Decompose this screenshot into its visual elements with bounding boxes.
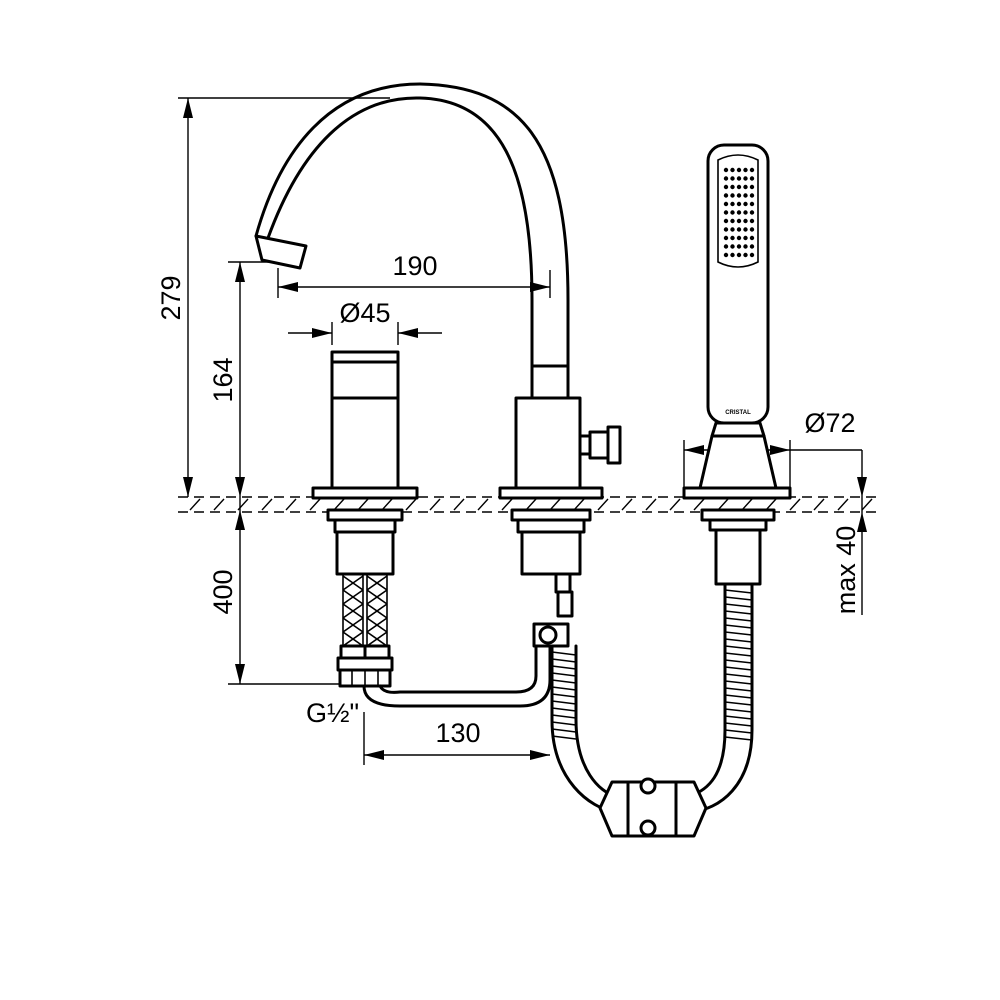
dim-label-279: 279 [156,275,186,320]
dim-label-164: 164 [208,357,238,402]
dimension-handle-diameter: Ø45 [288,298,442,345]
dim-label-190: 190 [392,251,437,281]
dim-label-d45: Ø45 [339,298,390,328]
shower-hose [550,582,754,814]
hose-weight [598,777,708,838]
dim-label-130: 130 [435,718,480,748]
dimension-deck-thickness: max 40 [831,450,867,615]
supply-hoses [336,573,394,688]
dimension-total-height: 279 [156,97,390,497]
brand-mark: CRISTAL [725,410,751,416]
dim-label-d72: Ø72 [804,408,855,438]
dimension-shower-base-diameter: Ø72 [683,408,862,488]
mixer-handle [311,350,419,576]
hand-shower: CRISTAL [682,143,792,586]
dim-label-max40: max 40 [831,526,861,615]
connection-thread-label: G½" [306,698,359,728]
dimension-spout-height: 164 [208,261,272,497]
connecting-pipe [362,638,552,708]
dimension-hose-offset: 130 [363,712,550,765]
dimension-under-deck: 400 [208,497,345,685]
spout [254,82,622,648]
dim-label-400: 400 [208,569,238,614]
dimension-spout-reach: 190 [277,251,551,298]
